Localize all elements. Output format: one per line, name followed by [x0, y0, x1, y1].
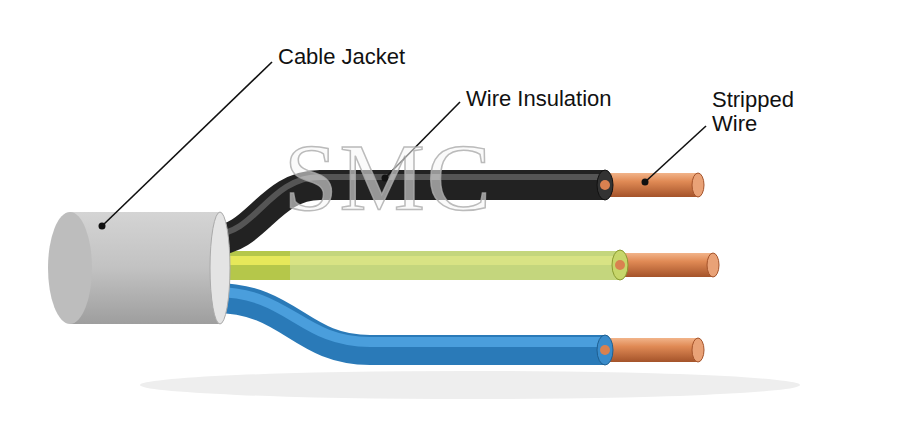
cable-jacket	[48, 212, 230, 324]
earth-wire	[215, 250, 628, 280]
shadow	[140, 371, 800, 399]
blue-wire	[215, 292, 613, 365]
watermark: SMC	[284, 128, 644, 228]
part-label: Wire Insulation	[466, 87, 686, 111]
part-label: Stripped Wire	[712, 88, 822, 136]
part-label: Cable Jacket	[278, 45, 478, 69]
copper-conductor	[600, 173, 719, 362]
